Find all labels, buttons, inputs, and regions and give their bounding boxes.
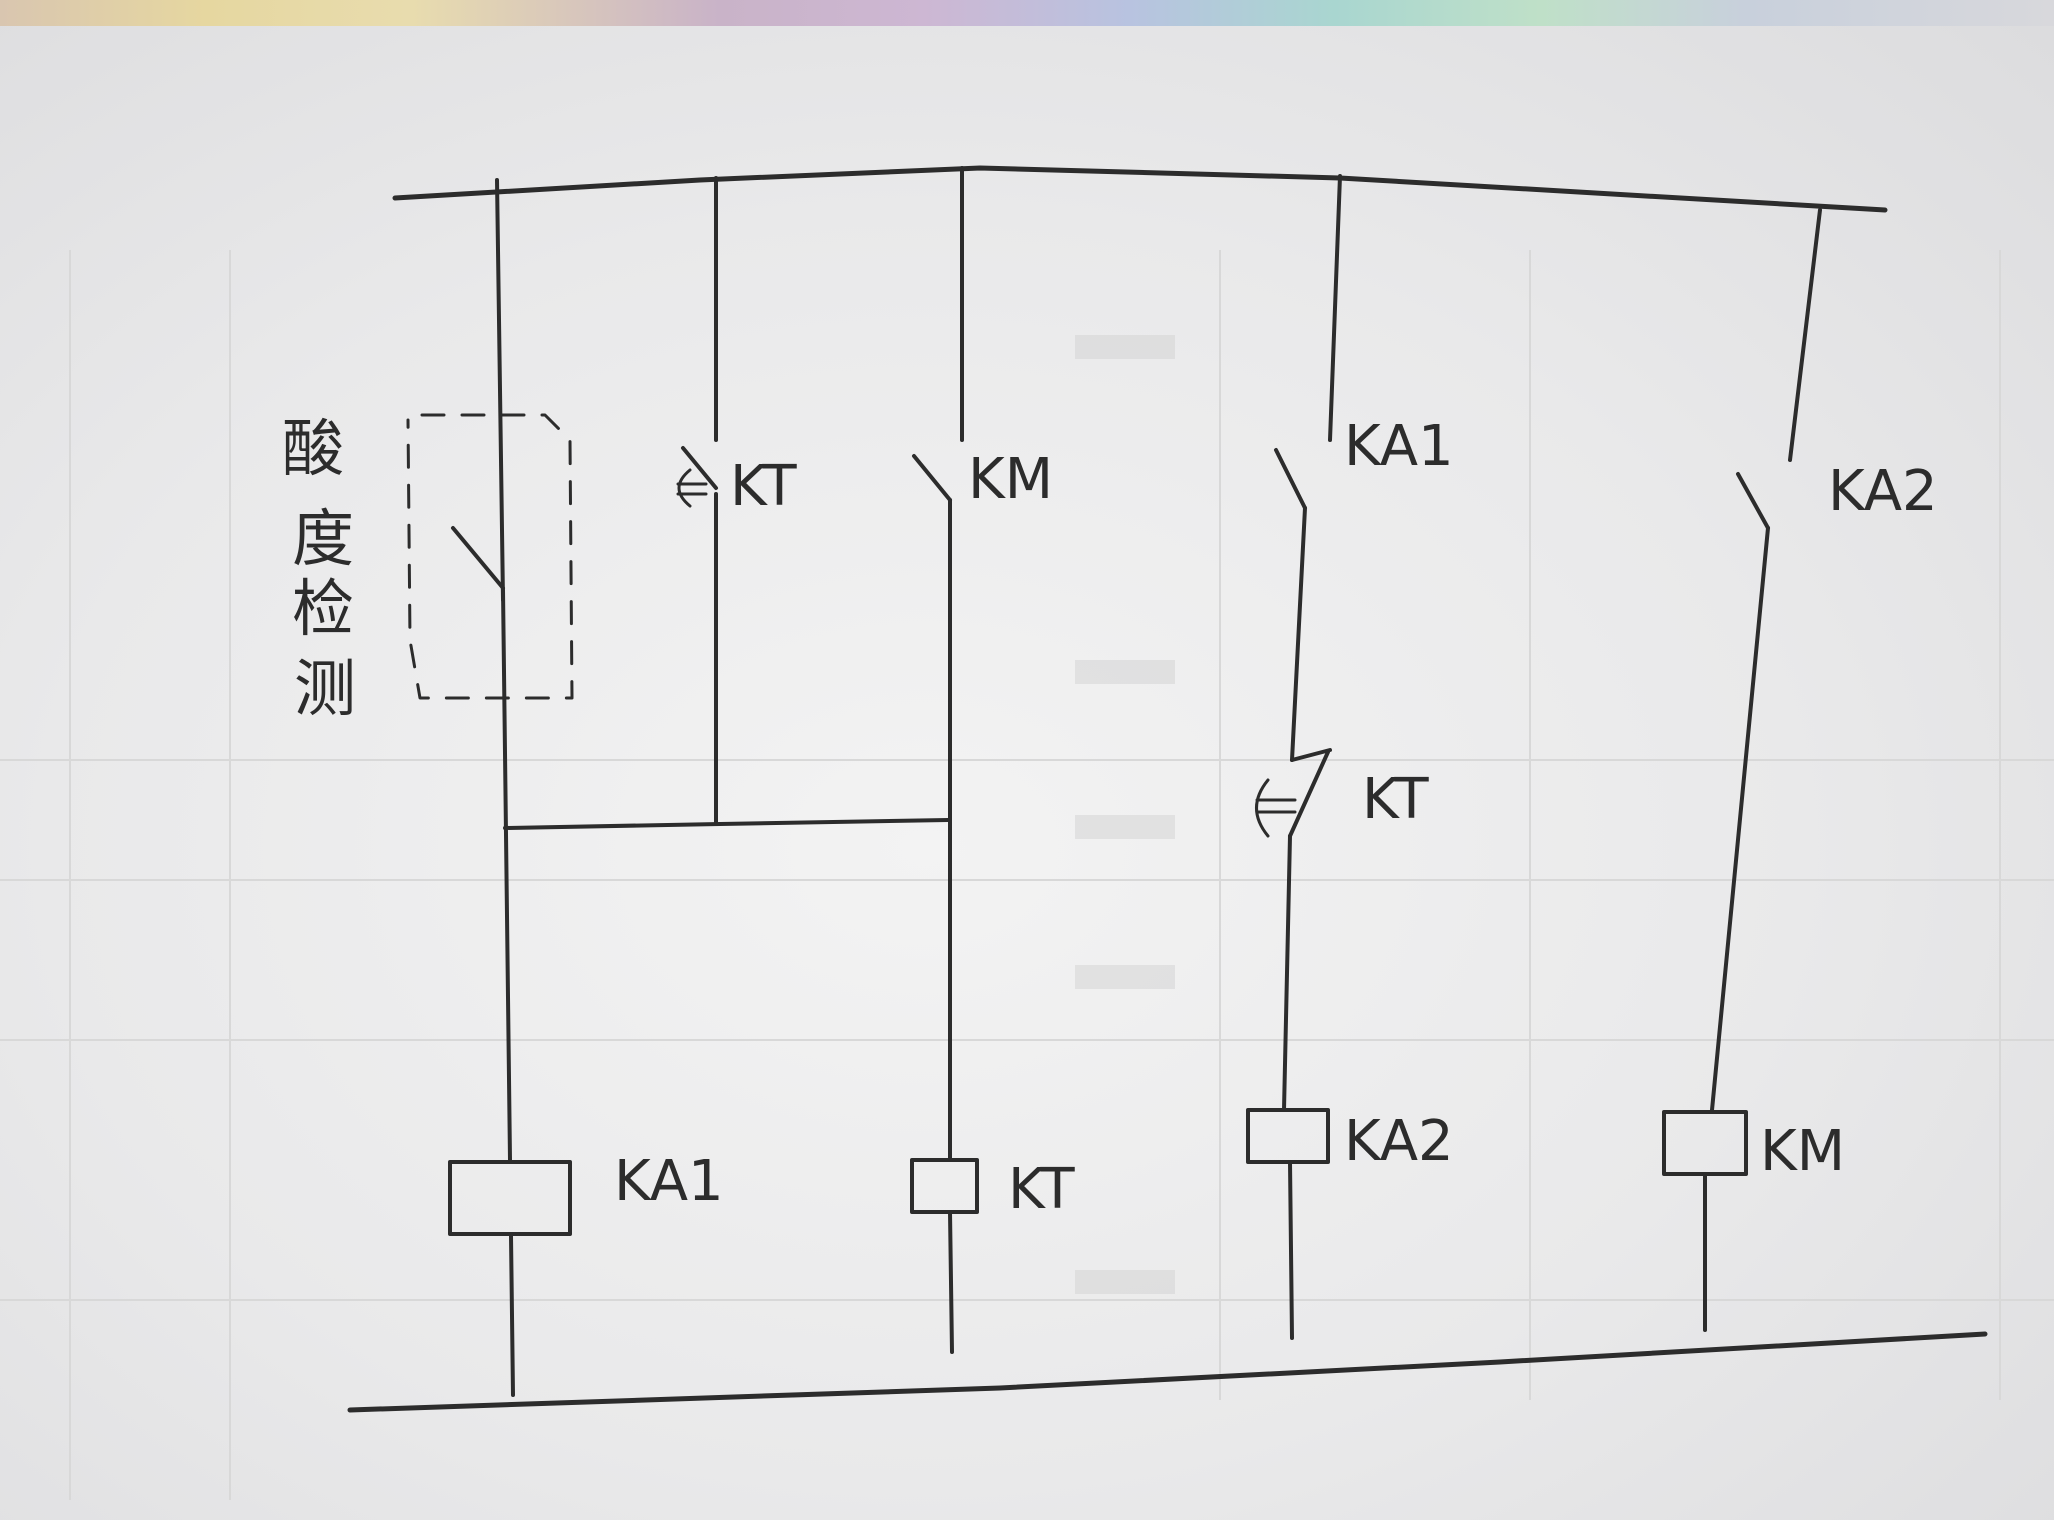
- coil-ka1: [448, 1160, 572, 1236]
- label-contact-ka1: KA1: [1344, 414, 1454, 479]
- label-acid-char-4: 测: [294, 652, 356, 725]
- ka1-contact-blade: [1274, 448, 1307, 510]
- acid-detection-dashed-box: [406, 413, 574, 700]
- label-contact-kt-mid: KT: [1362, 767, 1429, 832]
- kt-mid-delay-symbol: [1255, 778, 1297, 838]
- kt-contact-blade: [681, 446, 718, 490]
- label-coil-ka1: KA1: [614, 1149, 724, 1214]
- paper-sheet: [0, 26, 2054, 1520]
- rung-2: [676, 176, 718, 826]
- paper-grid: [0, 250, 2054, 1500]
- label-coil-km: KM: [1760, 1119, 1845, 1184]
- label-contact-km: KM: [968, 447, 1053, 512]
- rung-4: [1246, 174, 1342, 1340]
- ghost-print: [1075, 335, 1175, 1294]
- coil-ka2: [1246, 1108, 1330, 1164]
- km-contact-blade: [912, 454, 952, 502]
- label-acid-char-2: 度: [292, 502, 354, 575]
- acid-detection-switch-blade: [451, 526, 505, 590]
- label-acid-char-1: 酸: [282, 412, 344, 485]
- rung-3: [910, 166, 979, 1354]
- label-contact-ka2: KA2: [1828, 459, 1938, 524]
- rung-5: [1662, 208, 1822, 1332]
- coil-km: [1662, 1110, 1748, 1176]
- kt-delay-symbol: [676, 468, 708, 508]
- bottom-power-rail: [347, 1331, 1988, 1413]
- label-acid-char-3: 检: [292, 572, 354, 645]
- ka2-contact-blade: [1736, 472, 1770, 530]
- label-coil-ka2: KA2: [1344, 1109, 1454, 1174]
- label-coil-kt: KT: [1008, 1157, 1075, 1222]
- top-power-rail: [392, 165, 1888, 213]
- coil-kt: [910, 1158, 979, 1214]
- kt-mid-contact-blade: [1288, 750, 1330, 838]
- label-contact-kt-top: KT: [730, 454, 797, 519]
- rung-1: [406, 178, 574, 1397]
- parallel-junction-line: [503, 818, 950, 830]
